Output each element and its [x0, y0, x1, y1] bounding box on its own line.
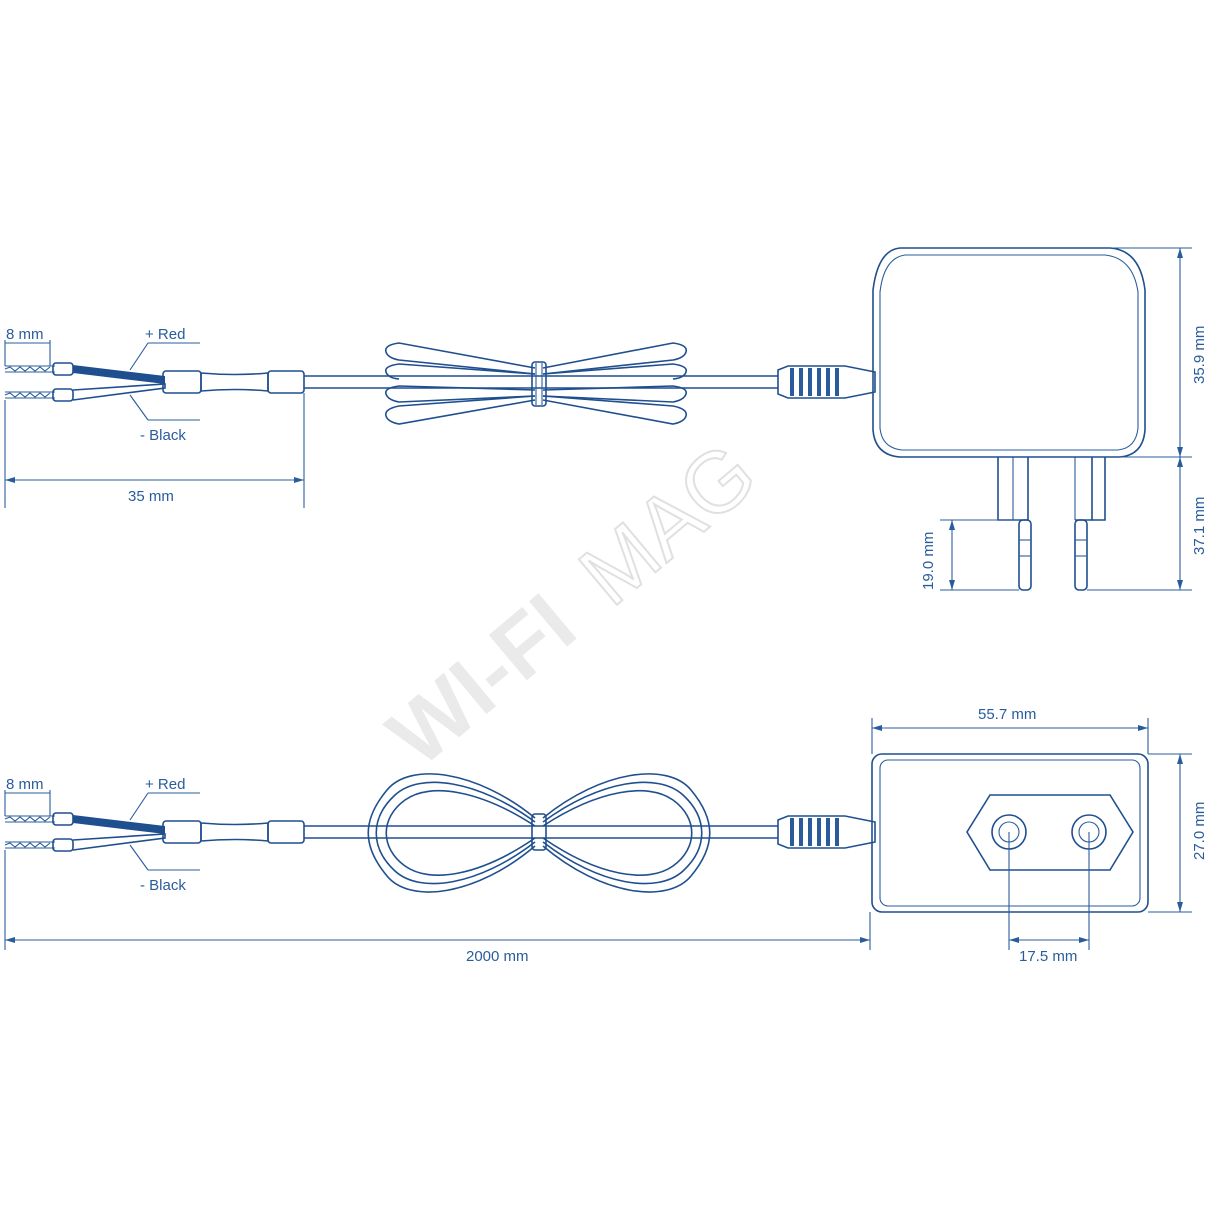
watermark-part1: WI-FI — [371, 576, 594, 785]
label-pin-length: 19.0 mm — [920, 532, 937, 590]
callout-red-bottom: + Red — [129, 776, 200, 821]
heat-shrink-sleeve-top — [162, 370, 305, 394]
callout-red-top: + Red — [129, 326, 200, 371]
label-strip-top: 8 mm — [6, 326, 44, 343]
label-body-height: 35.9 mm — [1191, 326, 1208, 384]
label-strip-bottom: 8 mm — [6, 776, 44, 793]
label-body-depth: 27.0 mm — [1191, 802, 1208, 860]
callout-black-top: - Black — [129, 394, 200, 444]
dimension-cable-length: 2000 mm — [4, 850, 871, 965]
adapter-body-front — [871, 753, 1149, 913]
label-body-width: 55.7 mm — [978, 706, 1036, 723]
top-view: 8 mm + Red - Black 35 mm 35.9 mm — [4, 247, 1208, 591]
label-black-top: - Black — [140, 427, 186, 444]
strain-relief-top — [777, 365, 876, 399]
dimension-strip-top: 8 mm — [4, 326, 51, 366]
dimension-pin-height: 37.1 mm — [1087, 457, 1208, 591]
dimension-body-depth: 27.0 mm — [1148, 753, 1208, 913]
adapter-body-side — [872, 247, 1146, 458]
label-sleeve: 35 mm — [128, 488, 174, 505]
label-black-bottom: - Black — [140, 877, 186, 894]
watermark: WI-FI MAG — [371, 423, 775, 785]
stripped-wire-ends-bottom — [4, 812, 74, 852]
dimension-pin-length: 19.0 mm — [920, 519, 1019, 591]
dimension-strip-bottom: 8 mm — [4, 776, 51, 816]
bottom-view: 8 mm + Red - Black 2000 mm 55.7 mm — [4, 706, 1208, 965]
plug-pins-side — [997, 457, 1106, 591]
label-cable-length: 2000 mm — [466, 948, 529, 965]
label-pin-height: 37.1 mm — [1191, 497, 1208, 555]
wires-top — [72, 365, 166, 401]
strain-relief-bottom — [777, 815, 876, 849]
dimension-pin-spacing: 17.5 mm — [1008, 832, 1090, 965]
watermark-part2: MAG — [562, 424, 774, 623]
dimension-sleeve: 35 mm — [4, 393, 305, 508]
label-pin-spacing: 17.5 mm — [1019, 948, 1077, 965]
dimension-body-width: 55.7 mm — [871, 706, 1149, 754]
label-red-top: + Red — [145, 326, 185, 343]
wires-bottom — [72, 815, 166, 851]
dimension-body-height: 35.9 mm — [1110, 247, 1208, 458]
label-red-bottom: + Red — [145, 776, 185, 793]
callout-black-bottom: - Black — [129, 844, 200, 894]
stripped-wire-ends-top — [4, 362, 74, 402]
cable-top — [304, 342, 778, 425]
heat-shrink-sleeve-bottom — [162, 820, 305, 844]
cable-bottom — [304, 773, 778, 893]
